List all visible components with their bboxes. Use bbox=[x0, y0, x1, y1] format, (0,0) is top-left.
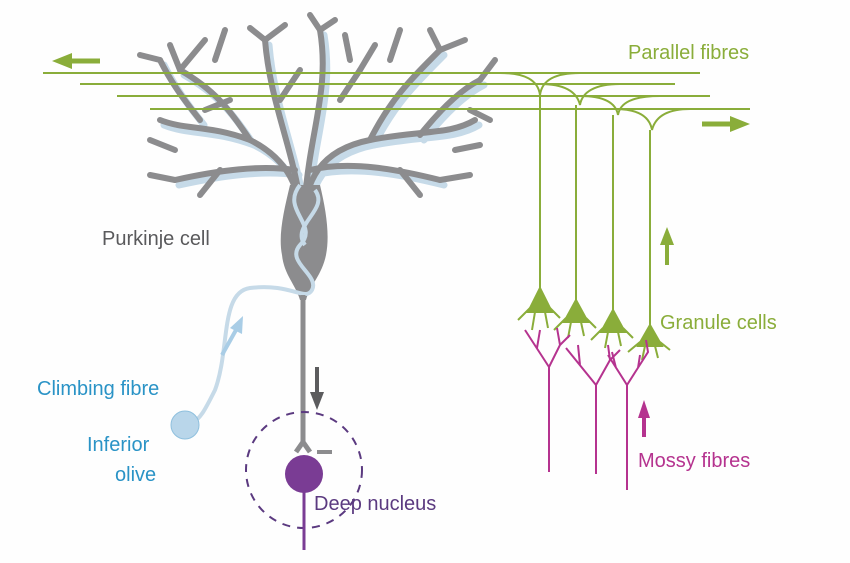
climbing-fibre-wrap bbox=[189, 183, 316, 426]
parallel-fibre-right-arrow bbox=[702, 116, 750, 132]
granule-cell bbox=[590, 307, 634, 349]
inferior-olive-neuron bbox=[170, 410, 200, 440]
label-granule-cells: Granule cells bbox=[660, 312, 777, 334]
mossy-fibres bbox=[524, 327, 650, 490]
mossy-fibre-up-arrow bbox=[638, 400, 650, 437]
purkinje-terminal bbox=[293, 437, 313, 454]
granule-up-arrow bbox=[660, 227, 674, 265]
parallel-fibres bbox=[43, 72, 750, 335]
label-deep-nucleus: Deep nucleus bbox=[314, 493, 437, 515]
label-inferior: Inferior bbox=[87, 434, 150, 456]
granule-cell bbox=[553, 297, 597, 339]
label-olive: olive bbox=[115, 464, 157, 486]
label-purkinje-cell: Purkinje cell bbox=[102, 228, 210, 250]
parallel-fibre-left-arrow bbox=[52, 53, 100, 69]
label-climbing-fibre: Climbing fibre bbox=[37, 378, 160, 400]
climbing-fibre-wrap-2 bbox=[299, 188, 321, 247]
granule-cell bbox=[627, 322, 671, 361]
granule-cells bbox=[517, 285, 671, 361]
climbing-fibre-arrow bbox=[220, 316, 243, 356]
purkinje-output-arrow bbox=[310, 367, 324, 410]
label-mossy-fibres: Mossy fibres bbox=[638, 450, 751, 472]
label-parallel-fibres: Parallel fibres bbox=[628, 42, 750, 64]
deep-nucleus-neuron bbox=[285, 455, 323, 493]
granule-cell bbox=[517, 285, 561, 331]
